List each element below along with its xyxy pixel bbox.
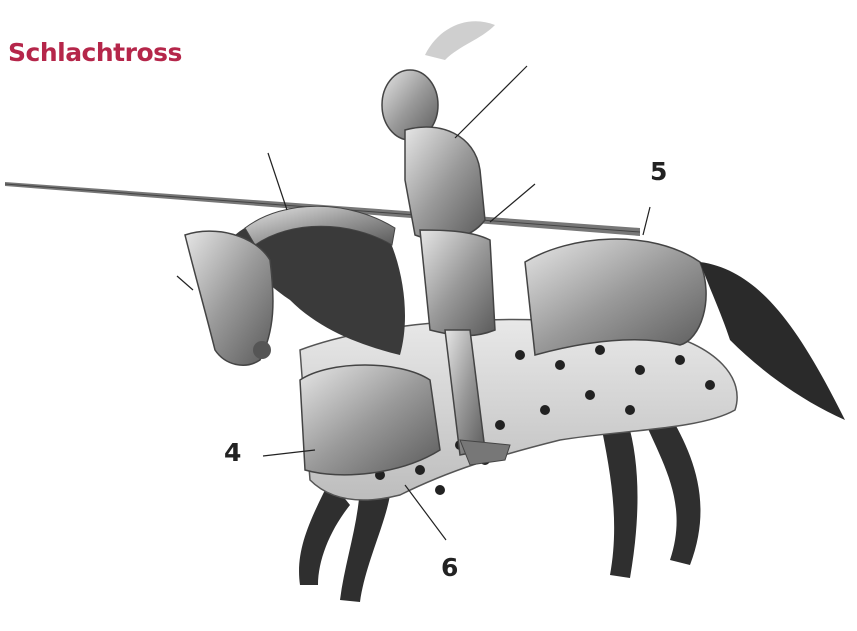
callout-4: 4 [224,438,241,467]
peytral-armor [300,365,440,475]
callout-6: 6 [441,553,458,582]
crupper-armor [525,239,706,355]
horse-head [185,231,273,365]
callout-5: 5 [650,157,667,186]
